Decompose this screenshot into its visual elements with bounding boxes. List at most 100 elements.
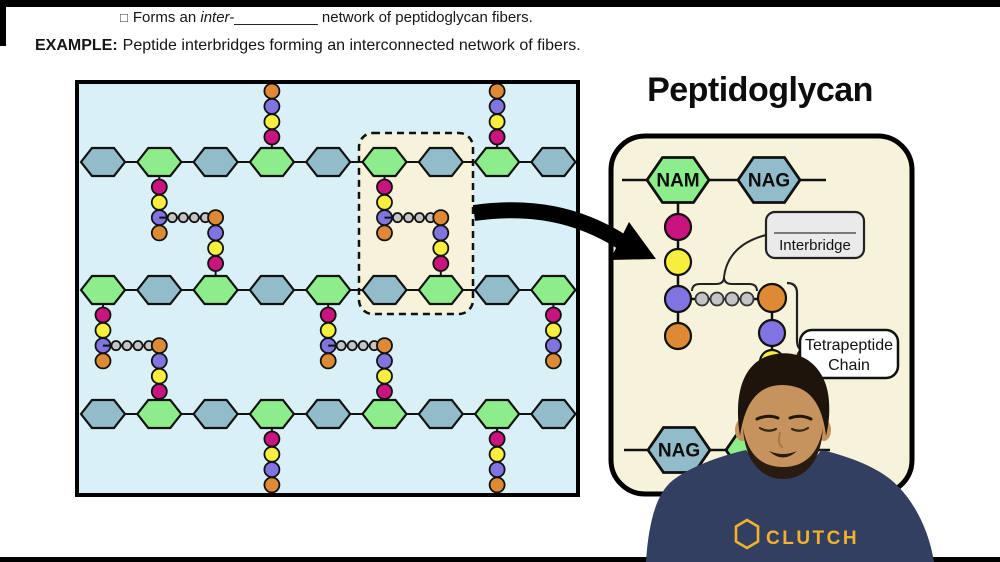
tetrapeptide-label-line2: Chain: [828, 357, 870, 374]
tetrapeptide-callout: Tetrapeptide Chain: [798, 328, 900, 380]
interbridge-bead: [739, 291, 755, 307]
amino-acid-orange: [756, 282, 788, 314]
amino-acid-orange: [94, 352, 112, 370]
amino-acid-yellow: [150, 367, 168, 385]
hexagon-nam: [304, 274, 352, 306]
hexagon-nag: [304, 398, 352, 430]
amino-acid-yellow: [432, 239, 450, 257]
checkbox-bullet: □: [120, 10, 128, 25]
tetrapeptide-label-line1: Tetrapeptide: [805, 337, 893, 354]
hexagon-nam: [361, 146, 408, 178]
amino-acid-magenta: [488, 128, 506, 146]
hexagon-nam: [248, 146, 296, 178]
example-text: Peptide interbridges forming an intercon…: [122, 37, 581, 54]
hexagon-nag: [79, 146, 127, 178]
amino-acid-orange: [150, 224, 168, 242]
hexagon-nam: [135, 146, 183, 178]
amino-acid-magenta: [663, 212, 693, 242]
hexagon-nag: [530, 398, 577, 430]
hexagon-nag: [473, 274, 521, 306]
amino-acid-magenta: [488, 430, 506, 448]
hexagon-nag: [417, 398, 465, 430]
hexagon-nag: [304, 146, 352, 178]
example-label: EXAMPLE:: [35, 37, 118, 54]
hexagon-nag: [135, 274, 183, 306]
amino-acid-yellow: [150, 193, 168, 211]
amino-acid-magenta: [758, 379, 786, 407]
amino-acid-yellow: [376, 367, 393, 385]
amino-acid-magenta: [207, 255, 225, 272]
interbridge-label: Interbridge: [779, 237, 851, 254]
hexagon-nag: [361, 274, 408, 306]
prompt-blank: __________: [234, 9, 318, 26]
peptidoglycan-panel-svg: NAM NAG NAG Interbridge Tetrapeptide Cha…: [608, 133, 915, 497]
glycan-network-figure: [75, 80, 580, 497]
nam-label: NAM: [656, 171, 699, 192]
interbridge-bead: [177, 212, 189, 224]
amino-acid-orange: [376, 337, 393, 355]
interbridge-callout: Interbridge: [764, 210, 866, 260]
amino-acid-yellow: [263, 445, 281, 463]
hexagon-nag: [192, 146, 239, 178]
panel-title: Peptidoglycan: [647, 71, 873, 109]
hexagon-nag: [79, 398, 127, 430]
glycan-network-svg: [75, 80, 580, 497]
amino-acid-magenta: [150, 383, 168, 400]
hexagon-nag: [417, 146, 465, 178]
amino-acid-orange: [432, 209, 450, 227]
amino-acid-purple: [488, 461, 506, 479]
amino-acid-purple: [263, 97, 281, 115]
amino-acid-yellow: [488, 445, 506, 463]
interbridge-bead: [391, 212, 403, 224]
hexagon-nag: [530, 146, 577, 178]
hexagon-nam: [79, 274, 127, 306]
interbridge-bead: [132, 340, 144, 352]
nam-hexagon: [645, 156, 711, 204]
interbridge-bead: [724, 291, 740, 307]
clutch-logo-text: CLUTCH: [766, 528, 859, 549]
hexagon-nam: [417, 274, 465, 306]
amino-acid-magenta: [432, 255, 450, 272]
top-letterbox-bar: [0, 0, 1000, 7]
amino-acid-yellow: [376, 193, 393, 211]
interbridge-bead: [413, 212, 425, 224]
clutch-logo: CLUTCH: [734, 518, 859, 550]
interbridge-bead: [166, 212, 178, 224]
hexagon-nam: [361, 398, 408, 430]
amino-acid-purple: [432, 224, 450, 242]
interbridge-bead: [694, 291, 710, 307]
prompt-line: □Forms an inter-__________ network of pe…: [120, 9, 533, 26]
interbridge-bead: [110, 340, 122, 352]
nag-hexagon-top: [736, 156, 802, 204]
amino-acid-yellow: [207, 239, 225, 257]
amino-acid-magenta: [94, 306, 112, 324]
amino-acid-purple: [663, 284, 693, 314]
amino-acid-magenta: [376, 383, 393, 400]
left-letterbox-notch: [0, 0, 6, 46]
amino-acid-orange: [150, 337, 168, 355]
prompt-suffix: network of peptidoglycan fibers.: [317, 9, 533, 26]
amino-acid-orange: [376, 224, 393, 242]
prompt-prefix: Forms an: [132, 9, 201, 26]
amino-acid-yellow: [319, 321, 337, 339]
interbridge-bead: [402, 212, 414, 224]
hexagon-nam: [530, 274, 577, 306]
amino-acid-magenta: [544, 306, 562, 324]
amino-acid-magenta: [150, 178, 168, 196]
amino-acid-orange: [207, 209, 225, 227]
amino-acid-orange: [263, 82, 281, 100]
interbridge-leader-line: [723, 234, 767, 278]
amino-acid-yellow: [263, 113, 281, 131]
interbridge-bead: [335, 340, 347, 352]
amino-acid-magenta: [376, 178, 393, 196]
amino-acid-yellow: [544, 321, 562, 339]
hexagon-nam: [135, 398, 183, 430]
hexagon-nam: [473, 398, 521, 430]
amino-acid-purple: [376, 352, 393, 370]
nag-top-label: NAG: [748, 171, 790, 192]
amino-acid-purple: [263, 461, 281, 479]
interbridge-bead: [188, 212, 200, 224]
bottom-letterbox-bar: [0, 557, 1000, 562]
amino-acid-yellow: [663, 247, 693, 277]
amino-acid-magenta: [263, 128, 281, 146]
